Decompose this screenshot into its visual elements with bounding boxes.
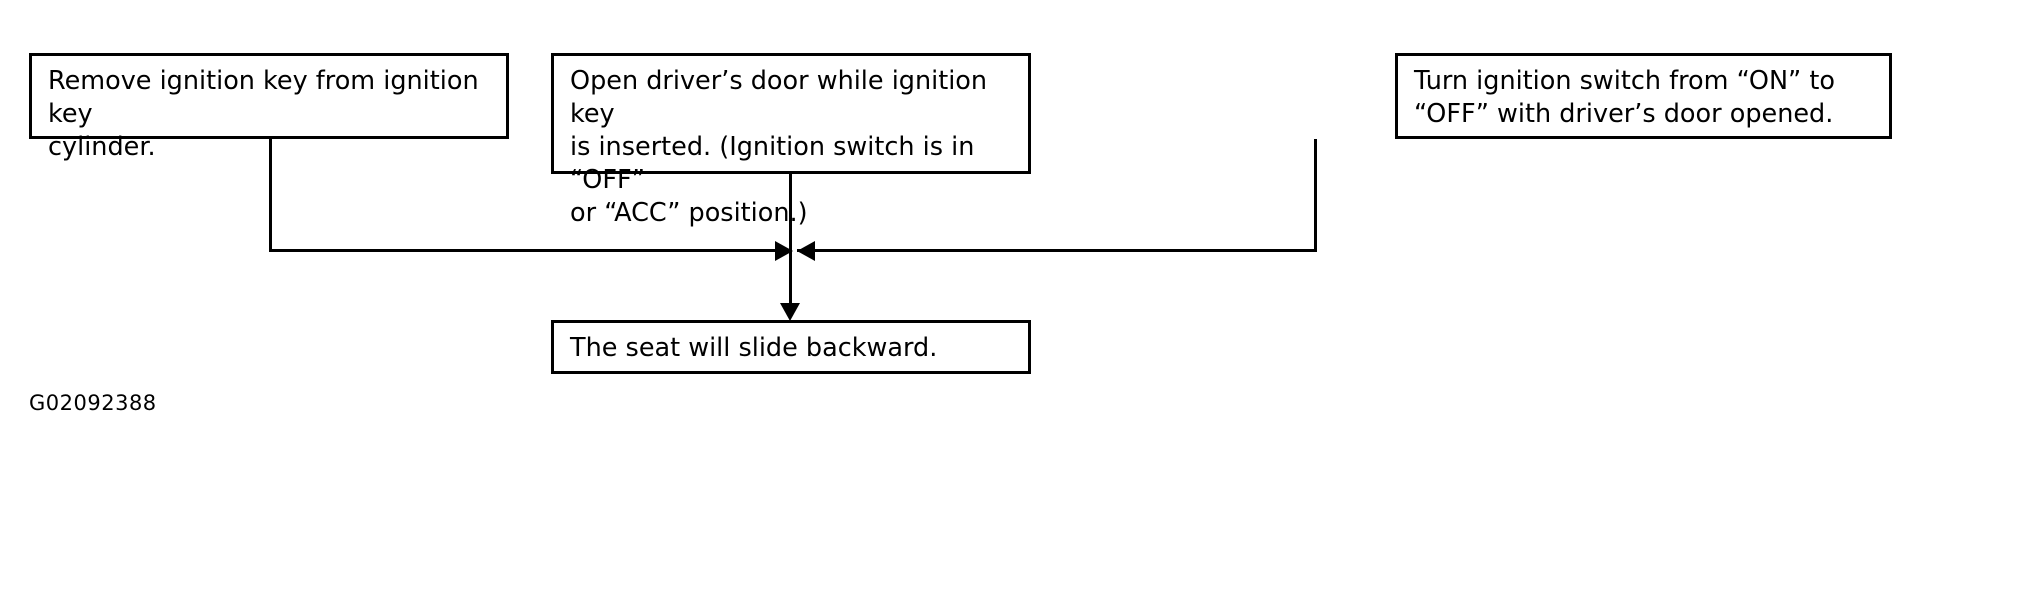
flow-node-seat-slide-backward-label: The seat will slide backward.: [570, 333, 938, 363]
arrowhead-right-icon: [775, 241, 793, 261]
connector-right-vertical: [1314, 139, 1317, 251]
figure-id-label: G02092388: [29, 391, 157, 415]
flow-node-open-drivers-door: Open driver’s door while ignition key is…: [551, 53, 1031, 228]
connector-left-horizontal: [269, 249, 787, 252]
connector-junction-to-result: [789, 251, 792, 311]
arrowhead-left-icon: [797, 241, 815, 261]
flow-node-turn-ignition-switch-label: Turn ignition switch from “ON” to “OFF” …: [1414, 66, 1835, 129]
flow-node-turn-ignition-switch: Turn ignition switch from “ON” to “OFF” …: [1395, 53, 1892, 139]
flow-node-seat-slide-backward: The seat will slide backward.: [551, 320, 1031, 374]
connector-left-vertical: [269, 139, 272, 251]
connector-right-horizontal: [797, 249, 1317, 252]
flow-node-remove-ignition-key: Remove ignition key from ignition key cy…: [29, 53, 509, 162]
connector-center-vertical: [789, 174, 792, 251]
arrowhead-down-icon: [780, 303, 800, 321]
flow-node-open-drivers-door-label: Open driver’s door while ignition key is…: [570, 66, 988, 228]
flow-node-remove-ignition-key-label: Remove ignition key from ignition key cy…: [48, 66, 479, 162]
